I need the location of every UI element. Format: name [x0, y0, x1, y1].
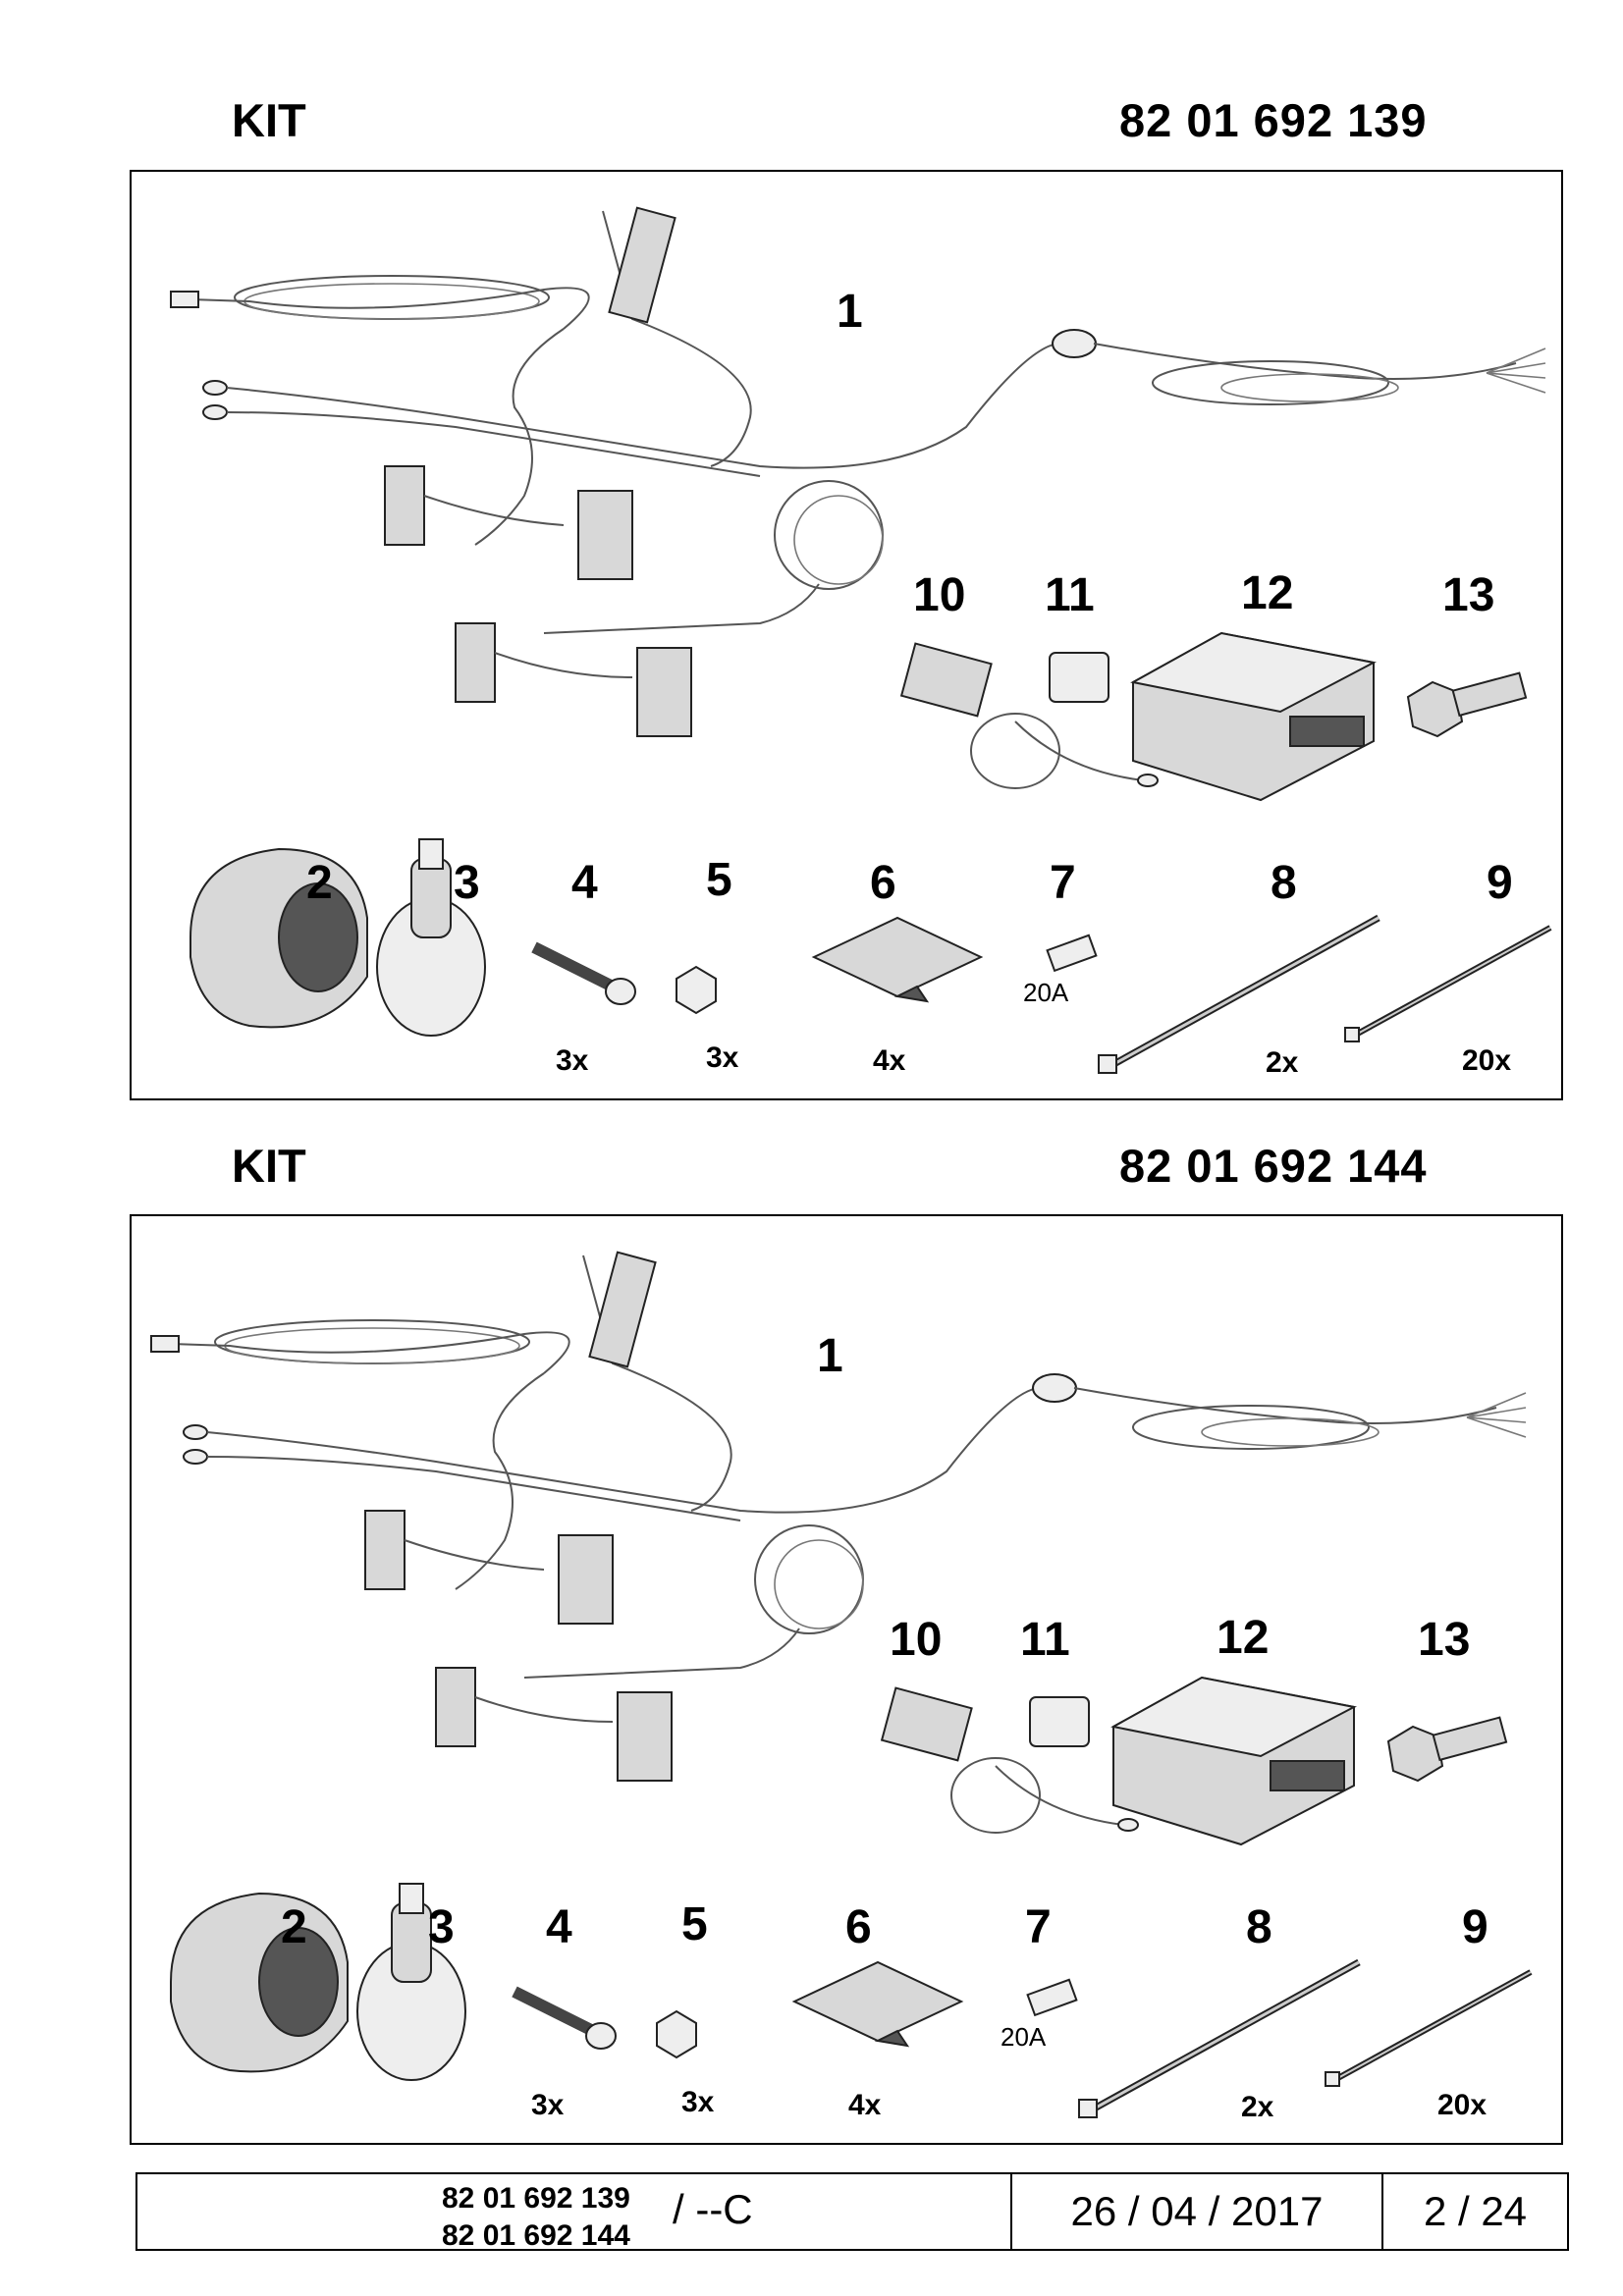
callout-7: 7: [1025, 1901, 1052, 1953]
callout-12: 12: [1241, 567, 1293, 619]
quantity-item-6: 4x: [848, 2089, 882, 2121]
cable-tie-short-drawing: [1344, 925, 1552, 1042]
electronic-module-drawing: [1110, 1676, 1357, 1846]
footer-references-cell: 82 01 692 139 82 01 692 144 / --C: [137, 2174, 1012, 2252]
callout-5: 5: [681, 1898, 708, 1950]
callout-3: 3: [454, 857, 480, 909]
callout-4: 4: [571, 857, 598, 909]
fuse-drawing: [1026, 1978, 1078, 2017]
kit-header-1: KIT 82 01 692 139: [0, 93, 1623, 152]
trailer-socket-drawing: [189, 847, 368, 1029]
footer-reference-list: 82 01 692 139 82 01 692 144: [442, 2180, 630, 2255]
title-block-footer: 82 01 692 139 82 01 692 144 / --C 26 / 0…: [135, 2172, 1569, 2252]
quantity-item-5: 3x: [681, 2086, 715, 2118]
kit-label: KIT: [232, 94, 306, 146]
callout-13: 13: [1442, 569, 1494, 621]
wiring-harness-drawing: [170, 206, 1546, 737]
callout-1: 1: [837, 286, 863, 338]
callout-1: 1: [817, 1330, 843, 1382]
callout-5: 5: [706, 854, 732, 906]
callout-6: 6: [870, 857, 896, 909]
callout-10: 10: [890, 1614, 942, 1666]
footer-reference-1: 82 01 692 139: [442, 2182, 630, 2215]
kit-label: KIT: [232, 1140, 306, 1192]
callout-4: 4: [546, 1901, 572, 1953]
quantity-item-4: 3x: [531, 2089, 565, 2121]
screw-drawing: [512, 1986, 617, 2050]
quantity-item-8: 2x: [1241, 2091, 1274, 2123]
callout-2: 2: [306, 857, 333, 909]
callout-11: 11: [1045, 569, 1095, 621]
kit-part-number: 82 01 692 144: [1119, 1140, 1428, 1192]
trailer-socket-drawing: [170, 1892, 349, 2073]
footer-revision: / --C: [673, 2186, 753, 2232]
callout-10: 10: [913, 569, 965, 621]
wiring-harness-drawing: [150, 1251, 1527, 1782]
kit-part-number: 82 01 692 139: [1119, 94, 1428, 146]
electronic-module-drawing: [1130, 631, 1377, 802]
bolt-drawing: [1406, 671, 1528, 738]
protective-cap-drawing: [1049, 652, 1109, 703]
bolt-drawing: [1386, 1716, 1508, 1783]
kit-parts-drawing: 1 2 3 4 5 6 7 8 9 10 11 12 13 3x 3x 4x 2…: [150, 1251, 1533, 2123]
kit-illustration-panel-2: 1 2 3 4 5 6 7 8 9 10 11 12 13 3x 3x 4x 2…: [130, 1214, 1563, 2145]
kit-parts-drawing: 1 2 3 4 5 6 7 8 9 10 11 12 13 3x 3x 4x 2…: [170, 206, 1552, 1079]
callout-7: 7: [1050, 857, 1076, 909]
lock-nut-drawing: [676, 965, 717, 1015]
callout-8: 8: [1246, 1901, 1272, 1953]
callout-8: 8: [1271, 857, 1297, 909]
protective-cap-drawing: [1029, 1696, 1090, 1747]
callout-2: 2: [281, 1901, 307, 1953]
callout-9: 9: [1462, 1901, 1488, 1953]
kit-illustration-panel-1: 1 2 3 4 5 6 7 8 9 10 11 12 13 3x 3x 4x 2…: [130, 170, 1563, 1100]
rubber-gasket-drawing: [356, 1883, 466, 2081]
connector-with-ring-terminal-drawing: [880, 1686, 1139, 1834]
callout-9: 9: [1487, 857, 1513, 909]
adhesive-pad-drawing: [791, 1960, 964, 2048]
callout-6: 6: [845, 1901, 872, 1953]
kit-header-2: KIT 82 01 692 144: [0, 1139, 1623, 1198]
footer-date: 26 / 04 / 2017: [1012, 2174, 1383, 2249]
fuse-rating: 20A: [1001, 2022, 1047, 2052]
lock-nut-drawing: [656, 2009, 697, 2059]
quantity-item-8: 2x: [1266, 1046, 1299, 1079]
rubber-gasket-drawing: [376, 838, 486, 1037]
cable-tie-short-drawing: [1325, 1969, 1533, 2087]
fuse-rating: 20A: [1023, 978, 1069, 1007]
cable-tie-long-drawing: [1098, 914, 1380, 1074]
quantity-item-5: 3x: [706, 1041, 739, 1074]
callout-11: 11: [1020, 1614, 1070, 1666]
callout-13: 13: [1418, 1614, 1470, 1666]
quantity-item-9: 20x: [1437, 2089, 1487, 2121]
quantity-item-4: 3x: [556, 1044, 589, 1077]
adhesive-pad-drawing: [811, 916, 984, 1003]
footer-page-number: 2 / 24: [1423, 2188, 1528, 2234]
cable-tie-long-drawing: [1078, 1958, 1361, 2118]
quantity-item-6: 4x: [873, 1044, 906, 1077]
connector-with-ring-terminal-drawing: [899, 642, 1159, 789]
footer-reference-2: 82 01 692 144: [442, 2219, 630, 2252]
callout-3: 3: [428, 1901, 455, 1953]
quantity-item-9: 20x: [1462, 1044, 1511, 1077]
fuse-drawing: [1046, 934, 1098, 973]
callout-12: 12: [1217, 1612, 1269, 1664]
screw-drawing: [531, 941, 636, 1005]
